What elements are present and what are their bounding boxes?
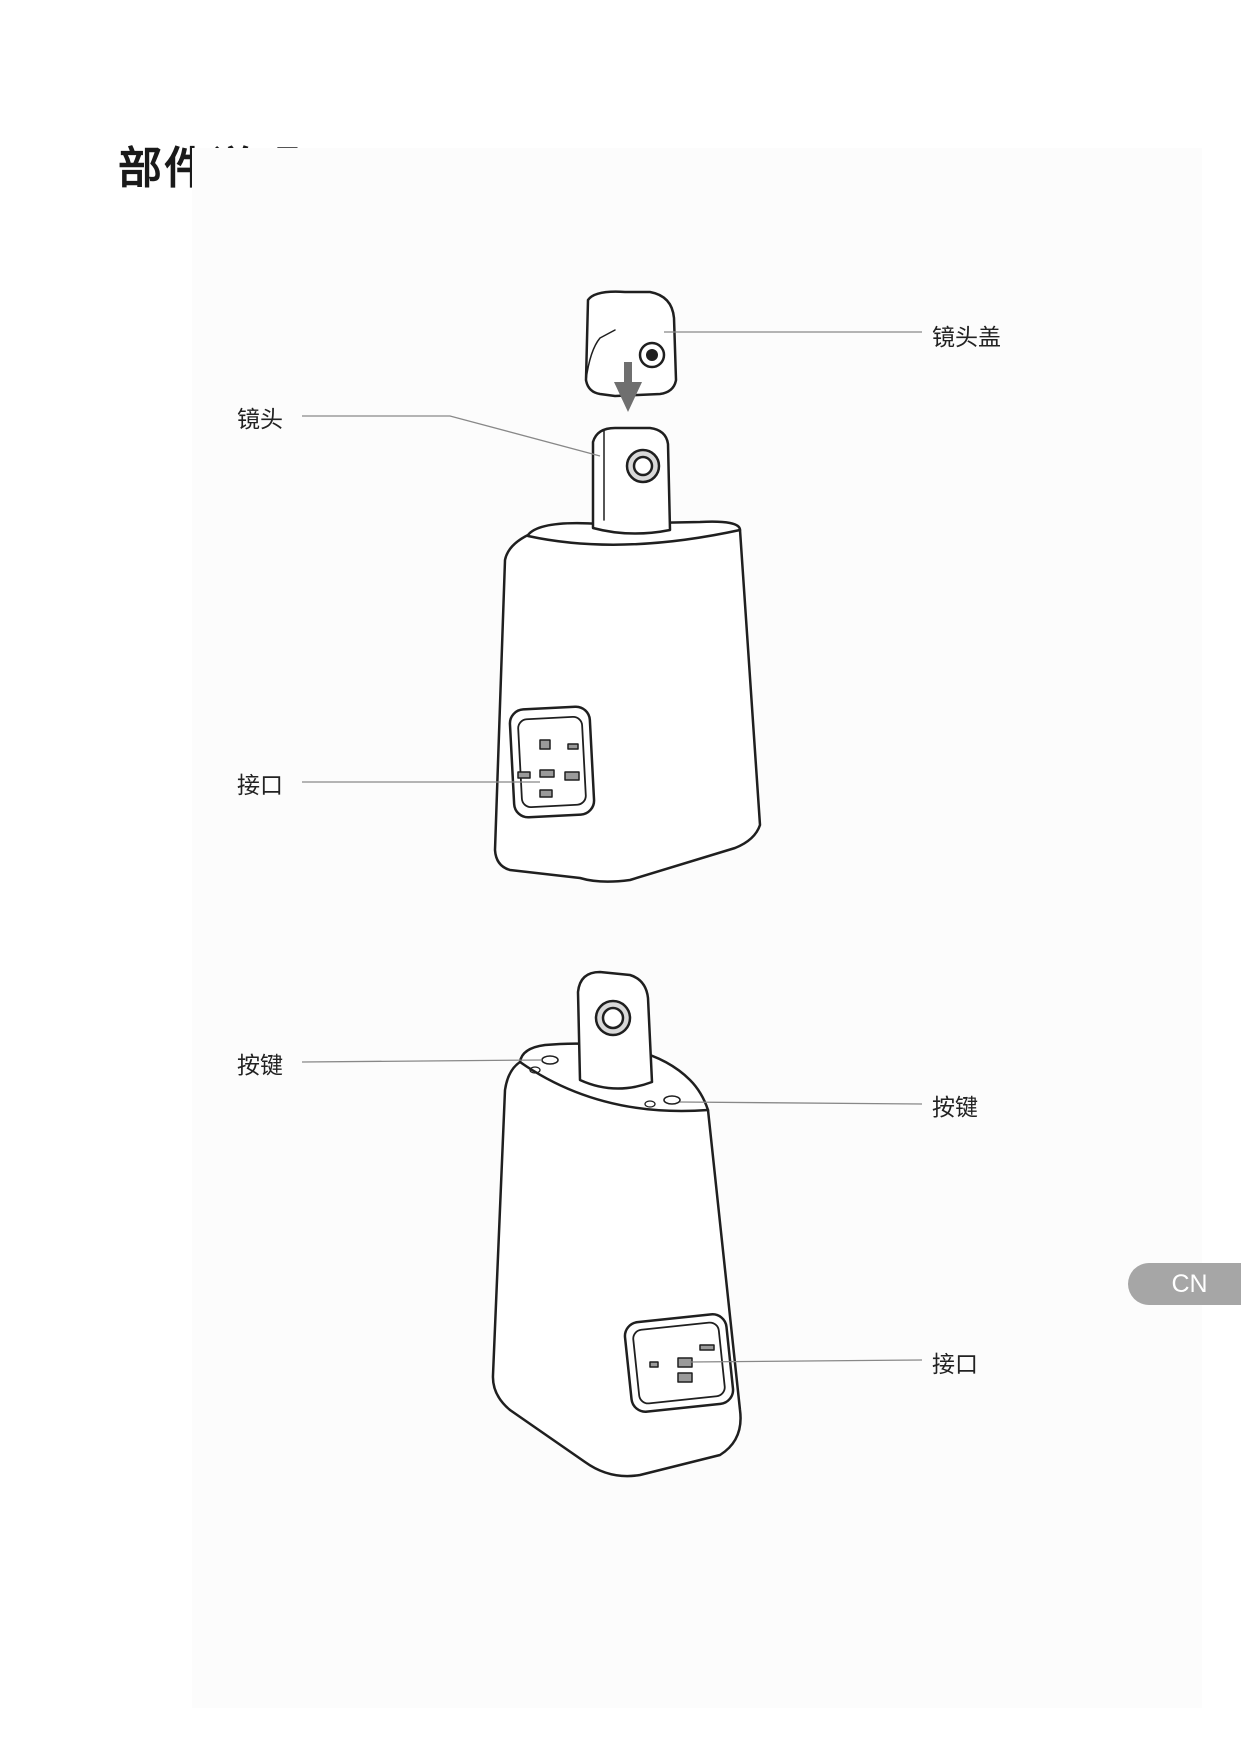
top-device <box>493 290 762 883</box>
label-lens: 镜头 <box>237 407 283 433</box>
label-button-right: 按键 <box>932 1095 978 1121</box>
leader-button-left <box>301 1059 543 1063</box>
insert-arrow <box>614 362 642 412</box>
bottom-device <box>491 970 742 1478</box>
lens-cap <box>584 290 678 398</box>
language-tab: CN <box>1128 1263 1241 1305</box>
bottom-device-rim <box>518 1060 710 1113</box>
leader-lens <box>302 415 601 457</box>
leader-lines <box>301 331 923 1363</box>
top-button-right <box>663 1095 681 1105</box>
top-device-body <box>493 520 762 883</box>
top-device-rim <box>526 528 742 546</box>
label-top-ports: 接口 <box>237 773 283 799</box>
label-lens-cap: 镜头盖 <box>932 325 1001 351</box>
leader-bottom-ports <box>689 1359 923 1363</box>
bottom-device-body <box>491 1042 742 1478</box>
label-button-left: 按键 <box>237 1053 283 1079</box>
leader-button-right <box>679 1101 923 1105</box>
label-bottom-ports: 接口 <box>932 1352 978 1378</box>
